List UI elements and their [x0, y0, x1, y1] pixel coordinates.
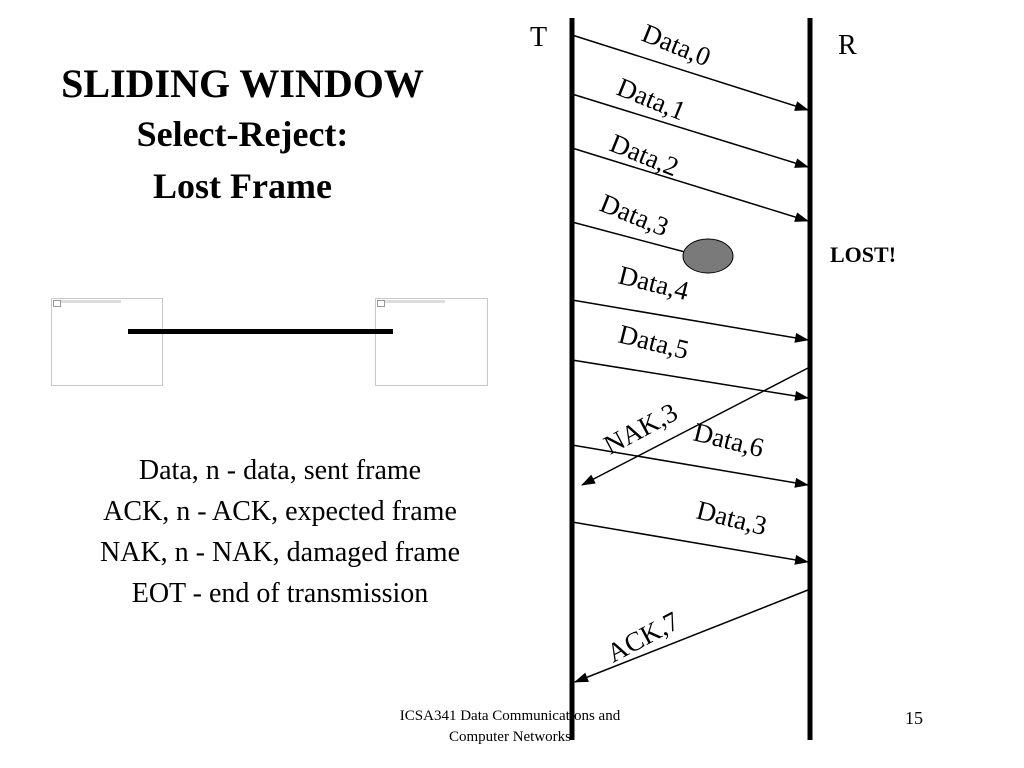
lost-frame-marker	[682, 238, 734, 274]
lost-label: LOST!	[830, 242, 896, 267]
message-arrow	[571, 147, 809, 222]
message-label: Data,6	[691, 417, 767, 463]
message-label: Data,3	[694, 495, 770, 541]
footer-line-2: Computer Networks	[448, 729, 572, 745]
broken-image-icon	[377, 300, 385, 307]
legend: Data, n - data, sent frame ACK, n - ACK,…	[20, 450, 540, 614]
receiver-label: R	[838, 30, 857, 61]
footer-course: ICSA341 Data Communications and Computer…	[360, 706, 660, 748]
image-placeholder-left	[51, 298, 163, 386]
slide-subtitle: Select-Reject:	[136, 114, 349, 154]
message-arrow	[571, 93, 809, 168]
slide-title-block: SLIDING WINDOW Select-Reject: Lost Frame	[20, 60, 465, 212]
message-arrow	[571, 34, 809, 111]
message-label: Data,5	[616, 319, 692, 365]
image-placeholder-right	[375, 298, 488, 386]
broken-image-icon	[53, 300, 61, 307]
message-arrow	[571, 299, 809, 343]
legend-item: ACK, n - ACK, expected frame	[103, 496, 457, 527]
message-arrow	[581, 367, 809, 486]
message-label: NAK,3	[599, 397, 683, 460]
legend-item: NAK, n - NAK, damaged frame	[100, 537, 460, 568]
footer-line-1: ICSA341 Data Communications and	[399, 708, 621, 724]
message-label: ACK,7	[602, 606, 684, 669]
message-arrow	[571, 444, 809, 488]
message-label: Data,4	[616, 260, 693, 306]
slide-title: SLIDING WINDOW	[61, 61, 424, 106]
message-arrow	[571, 221, 701, 258]
page-number: 15	[905, 708, 923, 728]
legend-item: Data, n - data, sent frame	[138, 455, 422, 486]
message-label: Data,0	[638, 18, 715, 72]
transmitter-label: T	[530, 22, 547, 53]
message-arrow	[571, 521, 809, 565]
message-label: Data,2	[606, 128, 683, 182]
slide-subtitle-2: Lost Frame	[153, 166, 332, 206]
link-line	[128, 329, 393, 334]
message-label: Data,3	[596, 188, 673, 242]
legend-item: EOT - end of transmission	[131, 578, 429, 609]
message-arrow	[571, 359, 809, 401]
message-arrows: Data,0Data,1Data,2Data,3Data,4Data,5NAK,…	[571, 18, 809, 683]
message-arrow	[574, 589, 809, 683]
